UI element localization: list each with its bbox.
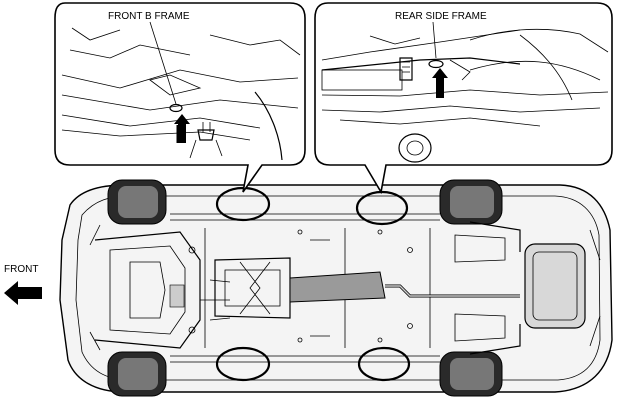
rear-left-wheel bbox=[439, 179, 503, 225]
front-right-wheel bbox=[107, 351, 167, 397]
front-b-frame-detail bbox=[61, 21, 301, 161]
front-b-frame-callout: FRONT B FRAME bbox=[54, 2, 306, 193]
front-direction-label: FRONT bbox=[4, 264, 38, 275]
rear-side-frame-right-highlight bbox=[357, 346, 411, 382]
front-b-frame-right-highlight bbox=[215, 346, 271, 382]
front-direction: FRONT bbox=[4, 264, 42, 305]
rear-side-frame-left-highlight bbox=[355, 190, 409, 226]
underbody-details bbox=[89, 224, 413, 351]
rear-side-frame-detail bbox=[321, 21, 609, 163]
exhaust-system bbox=[289, 243, 586, 329]
rear-suspension bbox=[454, 221, 601, 355]
vehicle-underbody bbox=[59, 179, 613, 397]
front-subframe bbox=[94, 231, 231, 349]
rear-right-wheel bbox=[439, 351, 503, 397]
center-tunnel bbox=[214, 257, 291, 319]
front-left-wheel bbox=[107, 179, 167, 225]
pointer-arrow-icon bbox=[432, 68, 448, 98]
rear-side-frame-label: REAR SIDE FRAME bbox=[395, 11, 487, 22]
rear-side-frame-callout: REAR SIDE FRAME bbox=[314, 2, 613, 195]
front-arrow-icon bbox=[4, 281, 42, 305]
front-b-frame-label: FRONT B FRAME bbox=[108, 11, 190, 22]
